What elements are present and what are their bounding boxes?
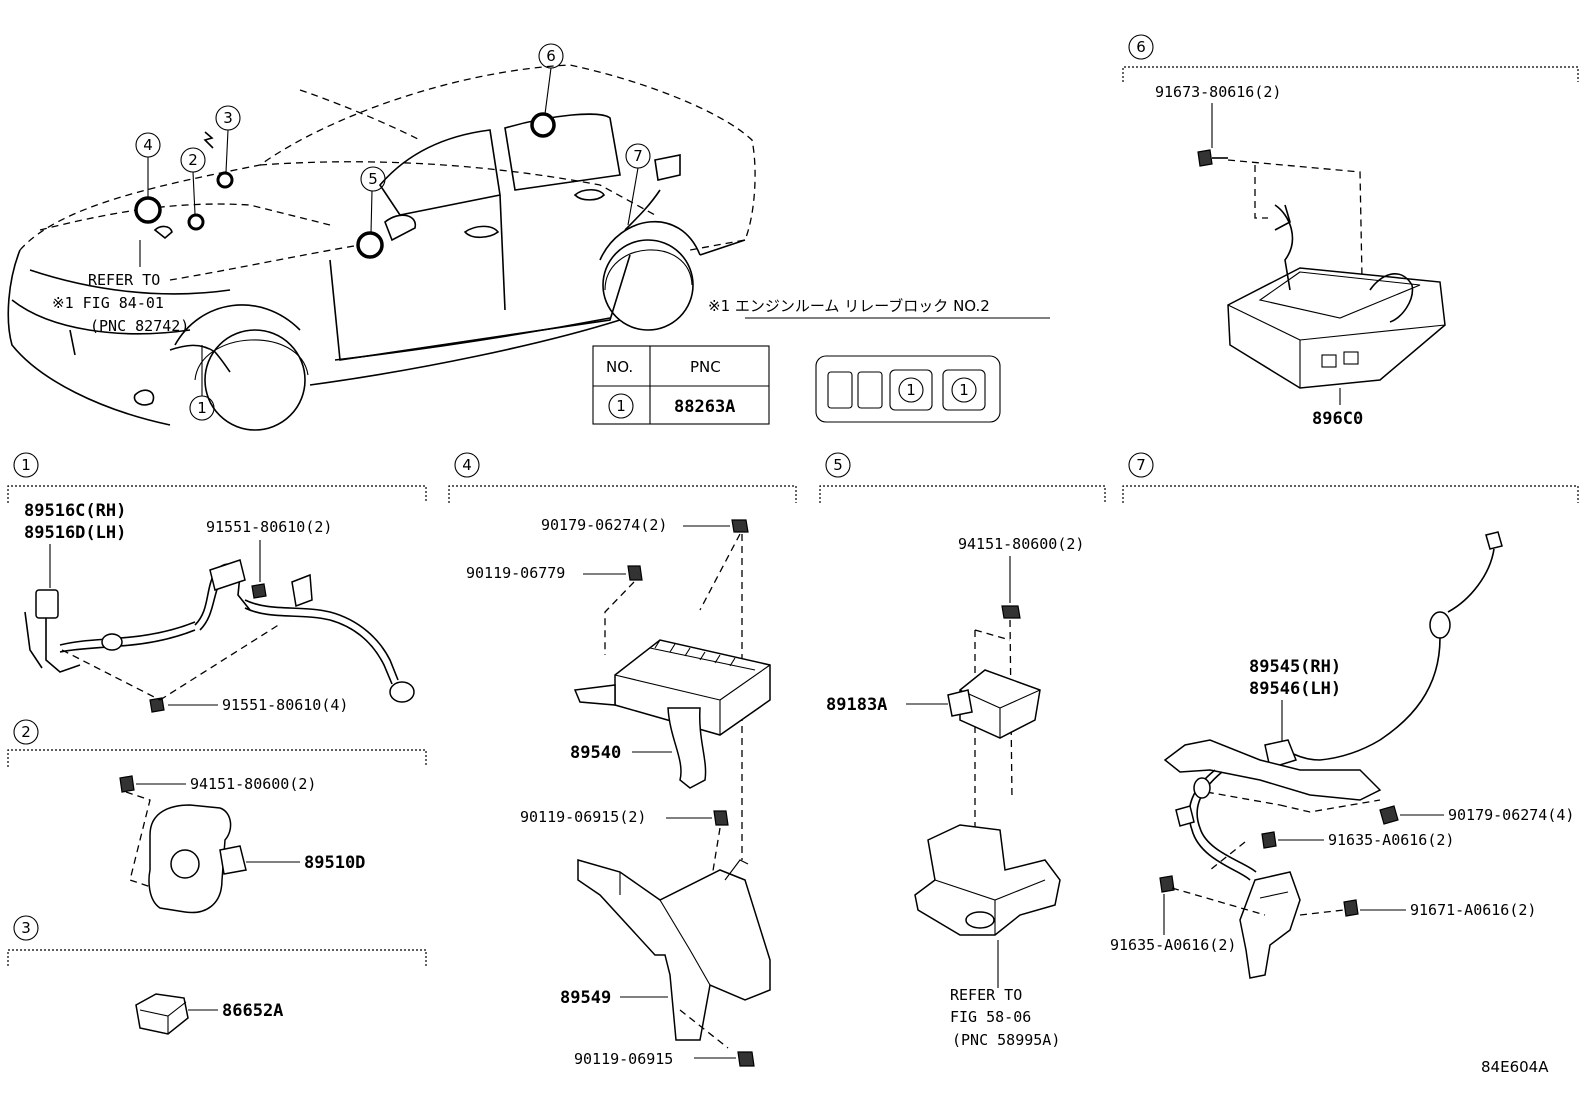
section-6: 6 91673-80616(2) 896C0	[1122, 34, 1579, 429]
pnc-table: NO. PNC 1 88263A	[592, 345, 770, 425]
overview-callouts: 4 2 3 6 5 7 1	[135, 43, 651, 421]
callout-3: 3	[223, 109, 233, 127]
callout-1: 1	[197, 399, 207, 417]
section-3: 3 86652A	[7, 915, 427, 1035]
s5-refer-line-2: FIG 58-06	[950, 1008, 1031, 1026]
s5-nut-label: 94151-80600(2)	[958, 535, 1084, 553]
section-3-number: 3	[21, 919, 31, 937]
section-2: 2 94151-80600(2) 89510D	[7, 719, 427, 914]
s5-refer-line-1: REFER TO	[950, 986, 1022, 1004]
section-4: 4 90179-06274(2) 90119-06779 89540 90119…	[448, 452, 797, 1068]
section-5-number: 5	[833, 456, 843, 474]
section-6-number: 6	[1136, 38, 1146, 56]
figure-code: 84E604A	[1481, 1058, 1549, 1076]
s7-bolt-right-label: 91671-A0616(2)	[1410, 901, 1536, 919]
s6-bolt-label: 91673-80616(2)	[1155, 83, 1281, 101]
callout-2: 2	[188, 151, 198, 169]
callout-6: 6	[546, 47, 556, 65]
engine-room-relay-note: ※1 エンジンルーム リレーブロック NO.2	[708, 297, 990, 315]
s4-bracket-label: 89549	[560, 988, 611, 1008]
refer-note: REFER TO ※1 FIG 84-01 (PNC 82742)	[52, 271, 189, 335]
section-5: 5 94151-80600(2) 89183A REFER TO FIG 58-…	[819, 452, 1106, 1049]
callout-4: 4	[143, 136, 153, 154]
callout-5: 5	[368, 170, 378, 188]
table-row-pnc: 88263A	[674, 397, 735, 417]
s4-bolt-label: 90119-06779	[466, 564, 565, 582]
table-header-no: NO.	[606, 358, 633, 376]
s5-sensor-label: 89183A	[826, 695, 887, 715]
s7-sensor-rh: 89545(RH)	[1249, 657, 1341, 677]
s1-bolt-bottom: 91551-80610(4)	[222, 696, 348, 714]
relay-mark-1: 1	[906, 381, 916, 399]
s4-nut-label: 90179-06274(2)	[541, 516, 667, 534]
car-overview	[7, 64, 756, 431]
s6-ecu-label: 896C0	[1312, 409, 1363, 429]
table-header-pnc: PNC	[690, 358, 721, 376]
s4-bolt-bottom-label: 90119-06915	[574, 1050, 673, 1068]
table-row-no: 1	[616, 397, 626, 415]
s7-bolt-left-label: 91635-A0616(2)	[1110, 936, 1236, 954]
section-7-number: 7	[1136, 456, 1146, 474]
s3-part-label: 86652A	[222, 1001, 283, 1021]
section-4-number: 4	[462, 456, 472, 474]
s7-nut-label: 90179-06274(4)	[1448, 806, 1574, 824]
refer-line-1: REFER TO	[88, 271, 160, 289]
s4-bolt-mid-label: 90119-06915(2)	[520, 808, 646, 826]
s5-refer-line-3: (PNC 58995A)	[952, 1031, 1060, 1049]
s7-bolt-mid-label: 91635-A0616(2)	[1328, 831, 1454, 849]
s1-bolt-top: 91551-80610(2)	[206, 518, 332, 536]
relay-block: 1 1	[815, 355, 1001, 423]
s1-sensor-lh: 89516D(LH)	[24, 523, 126, 543]
section-7: 7 89545(RH) 89546(LH) 90179-06274(4) 916…	[1110, 452, 1579, 979]
s1-sensor-rh: 89516C(RH)	[24, 501, 126, 521]
relay-mark-2: 1	[959, 381, 969, 399]
callout-7: 7	[633, 147, 643, 165]
s2-sensor-label: 89510D	[304, 853, 365, 873]
s7-sensor-lh: 89546(LH)	[1249, 679, 1341, 699]
section-1-number: 1	[21, 456, 31, 474]
s4-ecu-label: 89540	[570, 743, 621, 763]
s2-bolt-label: 94151-80600(2)	[190, 775, 316, 793]
section-1: 1 89516C(RH) 89516D(LH) 91551-80610(2) 9…	[7, 452, 427, 714]
section-2-number: 2	[21, 723, 31, 741]
refer-line-2: ※1 FIG 84-01	[52, 294, 164, 312]
refer-line-3: (PNC 82742)	[90, 317, 189, 335]
